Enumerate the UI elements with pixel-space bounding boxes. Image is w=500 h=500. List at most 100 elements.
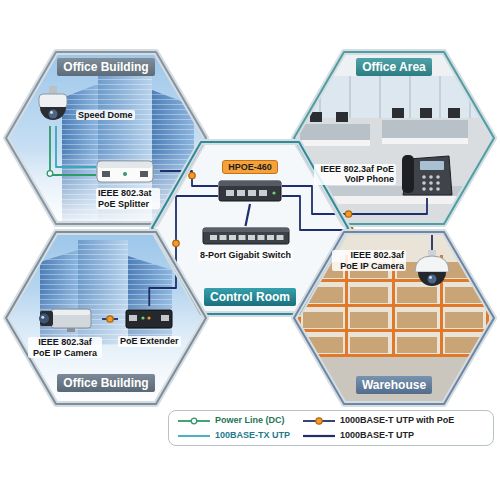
ip-camera-icon-part (40, 311, 53, 326)
poe-splitter-icon-part (97, 161, 153, 182)
legend-entry: 100BASE-TX UTP (177, 430, 302, 441)
voip-phone-icon (400, 150, 454, 198)
office-photo (294, 52, 494, 224)
gigabit-switch-icon-part (229, 235, 236, 240)
warehouse-photo-part-part (350, 337, 388, 353)
warehouse-photo-part (294, 355, 494, 404)
legend-entry: 1000BASE-T UTP (302, 430, 485, 441)
voip-phone-icon-part (429, 181, 433, 185)
gigabit-switch-icon-part (219, 235, 226, 240)
speed-dome-icon (34, 86, 72, 126)
gigabit-switch-icon-part (248, 235, 255, 240)
hexagon-outline-part (152, 142, 348, 314)
dome-camera-icon-part (428, 275, 437, 284)
device-node: PoE Extender (118, 306, 181, 347)
legend-line-sample (177, 431, 211, 441)
voip-phone-icon-part (402, 155, 414, 193)
site-hexagon: Office AreaIEEE 802.3af PoE VoIP Phone (294, 52, 494, 224)
warehouse-photo-part-part (294, 304, 494, 307)
cable-line (246, 204, 251, 226)
device-node: Speed Dome (34, 86, 135, 126)
warehouse-photo-part-part (294, 354, 494, 357)
poe-splitter-icon-part (98, 162, 152, 168)
legend-entry: 1000BASE-T UTP with PoE (302, 415, 485, 426)
cable-line (160, 171, 218, 186)
poe-injector-icon-part (248, 190, 256, 196)
hexagon-outline-part (152, 142, 348, 314)
device-node: 8-Port Gigabit Switch (198, 226, 293, 261)
device-label: 8-Port Gigabit Switch (198, 250, 293, 261)
building-photo-part (6, 290, 206, 404)
poe-injector-icon (218, 178, 282, 204)
hexagon-outline (294, 52, 494, 224)
poe-injector-icon-part (237, 190, 245, 196)
device-node: IEEE 802.3at PoE Splitter (96, 158, 160, 209)
voip-phone-icon-part (436, 175, 440, 179)
poe-splitter-icon (96, 158, 154, 184)
ip-camera-icon-part (67, 328, 75, 332)
hexagon-outline-part (294, 232, 494, 404)
office-photo-part-part (349, 76, 351, 118)
office-photo-part (294, 52, 494, 224)
legend-line-sample (302, 416, 336, 426)
office-photo-part (382, 120, 468, 138)
legend-label: 100BASE-TX UTP (215, 430, 290, 441)
poe-injector-icon-part (219, 181, 281, 186)
voip-phone-icon-part (429, 187, 433, 191)
device-label: PoE Extender (118, 336, 181, 347)
legend-line-sample-part (178, 435, 210, 437)
office-photo-part-part (379, 76, 381, 118)
legend-line-sample-part (303, 434, 335, 436)
speed-dome-icon-part (49, 110, 58, 119)
poe-injector-icon-part (226, 190, 234, 196)
device-node: IEEE 802.3af PoE IP Camera (28, 305, 102, 358)
poe-dot (173, 240, 179, 246)
hexagon-outline-part (294, 52, 494, 224)
poe-extender-icon (125, 306, 173, 332)
power-ring (47, 171, 53, 177)
poe-injector-icon-part (272, 191, 275, 194)
site-banner: Office Building (57, 58, 154, 76)
site-hexagon: WarehouseIEEE 802.3af PoE IP Camera (294, 232, 494, 404)
voip-phone-icon-part (436, 187, 440, 191)
hexagon-fill (294, 232, 494, 404)
warehouse-photo-part-part (303, 312, 343, 328)
office-photo-part-part (439, 76, 441, 118)
office-photo-part (448, 108, 460, 118)
gigabit-switch-icon-part (267, 235, 274, 240)
voip-phone-icon-part (436, 181, 440, 185)
warehouse-photo (294, 232, 494, 404)
poe-splitter-icon-part (123, 172, 127, 176)
office-photo-part (310, 112, 322, 122)
gigabit-switch-icon-part (276, 235, 283, 240)
warehouse-photo-part-part (350, 312, 388, 328)
voip-phone-icon-part (420, 161, 444, 170)
model-tag: HPOE-460 (222, 160, 278, 174)
device-node: IEEE 802.3af PoE VoIP Phone (314, 150, 454, 198)
site-hexagon: Office BuildingSpeed DomeIEEE 802.3at Po… (6, 52, 206, 224)
poe-splitter-icon-part (102, 171, 110, 177)
office-photo-part (392, 108, 404, 118)
device-label: IEEE 802.3at PoE Splitter (96, 188, 160, 209)
hexagon-outline-part (6, 52, 206, 224)
speed-dome-icon-part (39, 94, 67, 108)
poe-dot (345, 211, 351, 217)
warehouse-photo-part-part (397, 287, 437, 303)
poe-extender-icon-part (129, 315, 137, 321)
poe-extender-icon-part (161, 315, 169, 321)
warehouse-photo-part-part (445, 312, 483, 328)
device-node: IEEE 802.3af PoE IP Camera (332, 250, 454, 290)
legend-entry: Power Line (DC) (177, 415, 302, 426)
voip-phone-icon-part (422, 181, 426, 185)
legend-line-sample (302, 431, 336, 441)
speed-dome-icon-part (50, 111, 53, 114)
gigabit-switch-icon (202, 226, 290, 246)
device-label: Speed Dome (76, 110, 135, 121)
site-banner: Office Area (356, 58, 432, 76)
poe-injector-icon-part (219, 181, 281, 201)
office-photo-part (294, 118, 494, 224)
gigabit-switch-icon-part (210, 235, 217, 240)
cable-line (50, 126, 96, 175)
office-photo-part (336, 112, 348, 122)
warehouse-photo-part-part (397, 312, 437, 328)
